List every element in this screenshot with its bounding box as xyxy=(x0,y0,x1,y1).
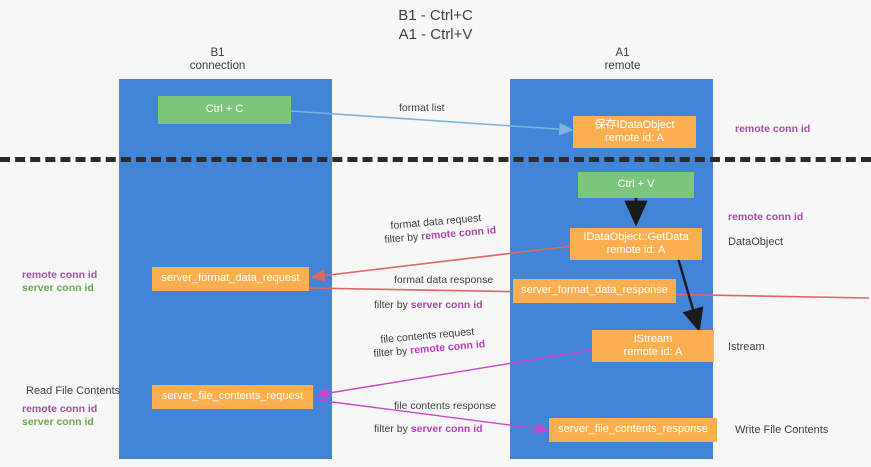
box-idataobject-getdata-line1: IDataObject::GetData xyxy=(583,230,689,243)
box-server-format-data-response[interactable]: server_format_data_response xyxy=(513,279,676,303)
filter-key-server-conn-id-1: server conn id xyxy=(410,299,483,311)
title-line-1: B1 - Ctrl+C xyxy=(398,7,473,24)
edge-label-format-data-response-filter: filter by server conn id xyxy=(374,299,483,312)
annotation-write-file-contents: Write File Contents xyxy=(735,424,829,436)
phase-divider xyxy=(0,157,871,162)
box-server-format-data-request-label: server_format_data_request xyxy=(161,272,300,285)
box-ctrl-v-label: Ctrl + V xyxy=(617,178,655,191)
edge-label-file-contents-response: file contents response xyxy=(394,400,497,412)
edge-label-format-list: format list xyxy=(399,102,445,114)
box-server-file-contents-response-label: server_file_contents_response xyxy=(558,423,708,436)
edge-label-file-contents-response-filter: filter by server conn id xyxy=(374,423,483,436)
box-istream-line1: IStream xyxy=(633,332,673,345)
box-istream[interactable]: IStream remote id: A xyxy=(592,330,714,362)
box-idataobject-getdata[interactable]: IDataObject::GetData remote id: A xyxy=(570,228,702,260)
box-save-idataobject-line1: 保存IDataObject xyxy=(594,118,675,131)
column-header-b1-role: connection xyxy=(189,60,246,72)
box-save-idataobject[interactable]: 保存IDataObject remote id: A xyxy=(573,116,696,148)
annotation-left-remote-conn-id: remote conn id xyxy=(22,269,98,281)
filter-key-server-conn-id-2: server conn id xyxy=(410,423,483,435)
filter-prefix-3: filter by xyxy=(373,344,411,360)
box-server-format-data-response-label: server_format_data_response xyxy=(521,284,668,297)
diagram-title: B1 - Ctrl+C A1 - Ctrl+V xyxy=(0,6,871,44)
title-line-2: A1 - Ctrl+V xyxy=(398,26,473,43)
box-server-file-contents-request-label: server_file_contents_request xyxy=(161,390,304,403)
box-ctrl-c[interactable]: Ctrl + C xyxy=(158,96,291,124)
box-server-format-data-request[interactable]: server_format_data_request xyxy=(152,267,309,291)
annotation-left-server-conn-id-2: server conn id xyxy=(22,416,94,428)
filter-prefix-2: filter by xyxy=(374,299,411,311)
column-header-b1: B1 connection xyxy=(150,47,285,73)
annotation-read-file-contents: Read File Contents xyxy=(26,385,121,397)
filter-prefix-1: filter by xyxy=(384,230,422,246)
annotation-left-remote-conn-id-2: remote conn id xyxy=(22,403,98,415)
box-ctrl-v[interactable]: Ctrl + V xyxy=(578,172,694,198)
box-ctrl-c-label: Ctrl + C xyxy=(205,103,244,116)
box-server-file-contents-request[interactable]: server_file_contents_request xyxy=(152,385,313,409)
box-save-idataobject-line2: remote id: A xyxy=(605,132,664,144)
column-header-a1-role: remote xyxy=(604,60,641,72)
annotation-istream: Istream xyxy=(728,341,765,353)
column-header-a1: A1 remote xyxy=(555,47,690,73)
edge-label-format-data-response: format data response xyxy=(394,274,494,286)
box-server-file-contents-response[interactable]: server_file_contents_response xyxy=(549,418,717,442)
annotation-dataobject: DataObject xyxy=(728,236,784,248)
annotation-right-remote-conn-id-top: remote conn id xyxy=(735,123,811,135)
column-header-b1-name: B1 xyxy=(210,47,225,59)
filter-prefix-4: filter by xyxy=(374,423,411,435)
box-idataobject-getdata-line2: remote id: A xyxy=(606,244,666,256)
box-istream-line2: remote id: A xyxy=(623,346,683,358)
annotation-left-server-conn-id: server conn id xyxy=(22,282,94,294)
annotation-right-remote-conn-id-mid: remote conn id xyxy=(728,211,804,223)
column-header-a1-name: A1 xyxy=(615,47,630,59)
